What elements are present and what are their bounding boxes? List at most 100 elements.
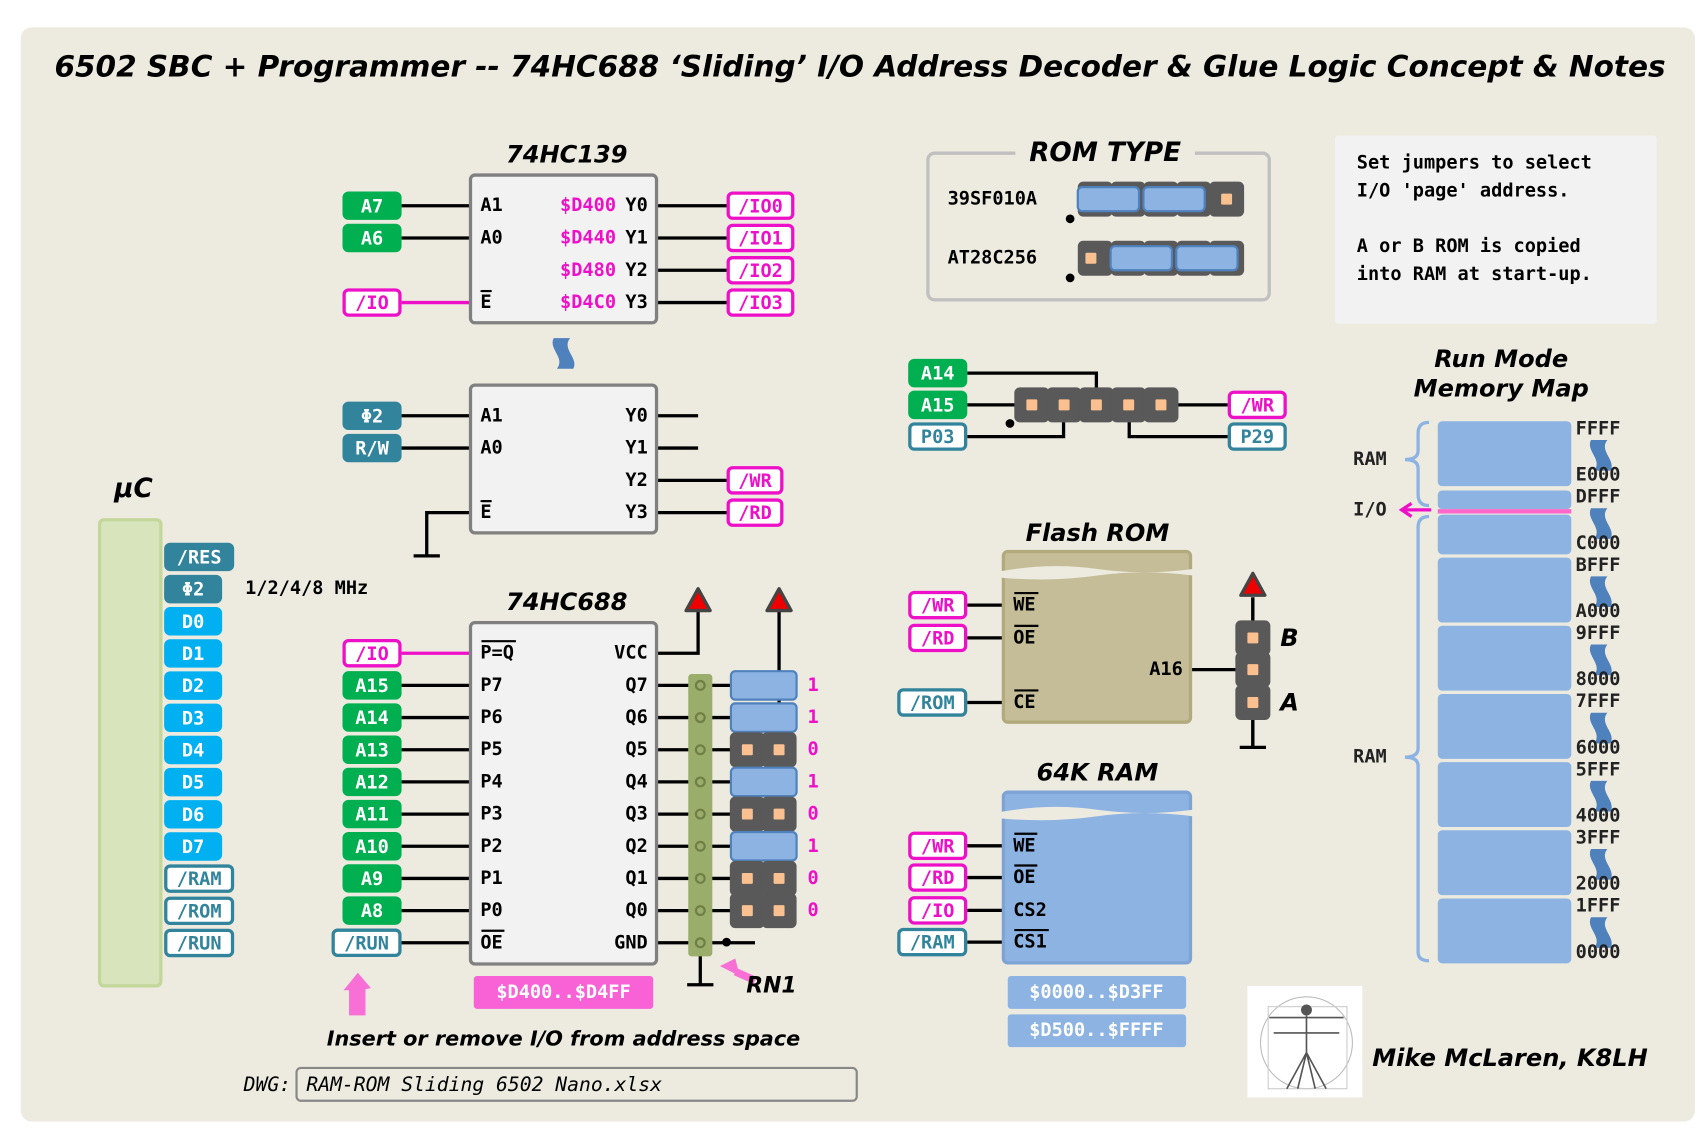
avatar-bg bbox=[1247, 985, 1363, 1098]
break-symbol-icon bbox=[1589, 576, 1612, 608]
memory-block bbox=[1437, 625, 1572, 691]
io-address: $D480 bbox=[560, 260, 616, 281]
net-label-box bbox=[342, 401, 402, 431]
pin-q5: Q5 bbox=[625, 739, 647, 760]
net-label-text: Φ2 bbox=[361, 406, 383, 427]
net-rd: /RD bbox=[908, 863, 968, 892]
net-label-text: /IO bbox=[355, 644, 389, 665]
rn-pin-icon bbox=[694, 937, 706, 949]
jumper-shunt-bit-4[interactable] bbox=[729, 766, 798, 798]
pin-p5: P5 bbox=[480, 739, 502, 760]
ram-range-badge bbox=[1007, 1014, 1187, 1048]
io-address: $D400 bbox=[560, 195, 616, 216]
net-label-text: D5 bbox=[182, 773, 204, 794]
net-rd: /RD bbox=[908, 623, 968, 653]
net-a6: A6 bbox=[342, 223, 402, 253]
net-a14: A14 bbox=[342, 703, 402, 732]
net-label-text: /IO1 bbox=[738, 229, 783, 250]
break-symbol-icon bbox=[1589, 780, 1612, 812]
header-pin-icon bbox=[773, 808, 785, 820]
io-arrow-icon bbox=[1398, 501, 1432, 518]
pin-y2: Y2 bbox=[625, 470, 647, 491]
jumper-shunt[interactable] bbox=[1142, 186, 1206, 213]
vcc-arrow-icon bbox=[765, 587, 793, 613]
net-label-box bbox=[342, 767, 402, 797]
break-symbol-icon bbox=[1589, 712, 1612, 744]
net-label-text: /IO bbox=[921, 901, 955, 922]
break-symbol-icon bbox=[1589, 644, 1612, 676]
flash-rom-chip bbox=[1001, 549, 1193, 724]
pin-gnd: GND bbox=[614, 932, 648, 953]
pin-q2: Q2 bbox=[625, 836, 647, 857]
rom-type-label-at28c256: AT28C256 bbox=[948, 248, 1038, 269]
pin-cs2: CS2 bbox=[1013, 900, 1047, 921]
pin-y1: Y1 bbox=[625, 227, 647, 248]
jumper-shunt-bit-2[interactable] bbox=[729, 830, 798, 862]
pin-we: WE bbox=[1013, 835, 1035, 856]
header-pin-icon bbox=[773, 905, 785, 917]
memory-block bbox=[1437, 762, 1572, 827]
net-label-text: /WR bbox=[738, 471, 772, 492]
jumper-shunt-bit-7[interactable] bbox=[729, 670, 798, 701]
brace-lower-ram bbox=[1404, 514, 1430, 963]
address-bit-q1: 0 bbox=[808, 868, 819, 889]
net-label-box bbox=[726, 498, 784, 527]
rn-pin-icon bbox=[694, 776, 706, 788]
net-label-text: A9 bbox=[361, 869, 383, 890]
header-pin-icon bbox=[1247, 664, 1259, 676]
jumper-shunt[interactable] bbox=[1076, 186, 1141, 213]
net-label-text: D1 bbox=[182, 644, 204, 665]
rn-pin-icon bbox=[694, 744, 706, 756]
rn-pin-icon bbox=[694, 872, 706, 884]
net-label-text: A15 bbox=[921, 395, 955, 416]
chip-74hc139-bottom bbox=[468, 383, 659, 535]
break-symbol-icon bbox=[1589, 849, 1612, 880]
net-label-box bbox=[1227, 390, 1287, 420]
jumper-shunt[interactable] bbox=[1109, 245, 1173, 272]
chip-title-74hc688: 74HC688 bbox=[506, 588, 628, 616]
net-label-text: /ROM bbox=[177, 901, 222, 922]
dwg-filename-field[interactable] bbox=[295, 1066, 858, 1102]
net-label-text: /RD bbox=[921, 629, 955, 650]
net-wr: /WR bbox=[908, 831, 968, 861]
net-label-box bbox=[342, 832, 402, 861]
net-label-box bbox=[908, 390, 968, 420]
chip-74hc139-top bbox=[468, 173, 659, 325]
jumper-shunt-bit-6[interactable] bbox=[729, 702, 798, 733]
net-label-box bbox=[164, 703, 223, 733]
net-label-text: A11 bbox=[355, 805, 389, 826]
address-top: 1FFF bbox=[1576, 896, 1621, 917]
net-label-box bbox=[164, 735, 223, 765]
net-p03: P03 bbox=[908, 422, 968, 451]
pin-p-q: P=Q bbox=[480, 643, 514, 664]
address-top: 3FFF bbox=[1576, 827, 1621, 848]
net-label-box bbox=[897, 688, 968, 717]
rn1-label: RN1 bbox=[746, 973, 796, 998]
uc-pin-rom: /ROM bbox=[164, 896, 235, 926]
net-label-text: /WR bbox=[921, 836, 955, 857]
author-name: Mike McLaren, K8LH bbox=[1372, 1044, 1648, 1072]
net-label-box bbox=[164, 574, 223, 604]
header-pin-icon bbox=[1123, 399, 1135, 411]
net-label-box bbox=[164, 864, 235, 893]
address-bottom: 0000 bbox=[1576, 942, 1621, 963]
net-label-text: /IO2 bbox=[738, 261, 783, 282]
uc-pin-2: Φ2 bbox=[164, 574, 223, 604]
insert-note: Insert or remove I/O from address space bbox=[327, 1026, 800, 1050]
memory-block bbox=[1437, 557, 1572, 623]
pin-y2: Y2 bbox=[625, 260, 647, 281]
net-a14: A14 bbox=[908, 358, 968, 388]
net-label-box bbox=[164, 542, 235, 572]
memory-block bbox=[1437, 693, 1572, 759]
net-wr: /WR bbox=[908, 590, 968, 620]
ram-title: 64K RAM bbox=[1037, 759, 1159, 787]
header-pin-icon bbox=[773, 872, 785, 884]
net-label-text: A12 bbox=[355, 773, 389, 794]
rn-pin-icon bbox=[694, 840, 706, 852]
net-label-box bbox=[726, 191, 795, 220]
address-bit-q5: 0 bbox=[808, 739, 819, 760]
jumper-shunt[interactable] bbox=[1175, 245, 1239, 272]
net-label-text: /IO0 bbox=[738, 196, 783, 217]
net-label-box bbox=[897, 927, 968, 957]
ram-range-text: $0000..$D3FF bbox=[1029, 982, 1163, 1003]
